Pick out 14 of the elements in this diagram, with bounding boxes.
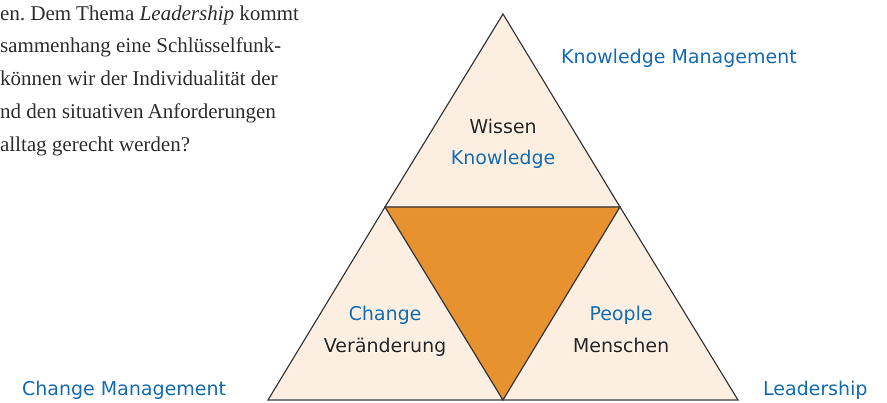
triangle-label: Menschen — [572, 334, 670, 358]
paragraph-line: alltag gerecht werden? — [0, 132, 190, 156]
paragraph-line: können wir der Individualität der — [0, 66, 278, 90]
triangle-label: Wissen — [469, 115, 537, 139]
corner-label: Knowledge Management — [561, 45, 797, 69]
corner-label: Change Management — [22, 377, 226, 401]
triangle-label: People — [589, 302, 653, 326]
paragraph-line: nd den situativen Anforderungen — [0, 99, 276, 123]
corner-label: Leadership — [763, 377, 868, 401]
triangle-label: Veränderung — [324, 334, 446, 358]
paragraph-line: sammenhang eine Schlüsselfunk- — [0, 33, 282, 57]
paragraph-line: en. Dem Thema Leadership kommt — [0, 1, 299, 25]
triangle-label: Change — [348, 302, 422, 326]
triangle-label: Knowledge — [450, 146, 556, 170]
